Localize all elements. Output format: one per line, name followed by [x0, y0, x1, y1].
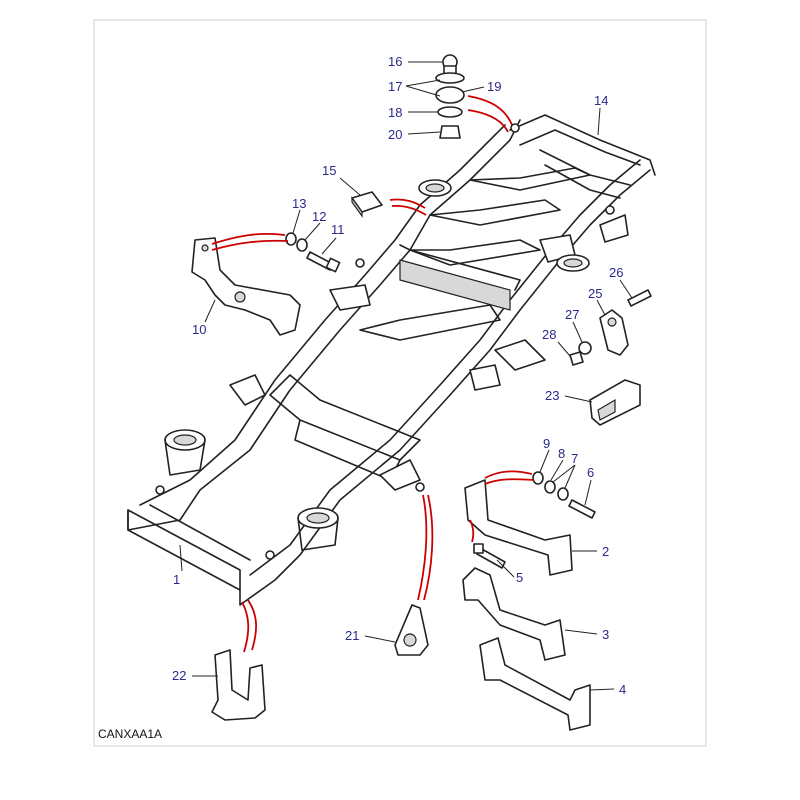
callout-11: 11	[331, 222, 345, 237]
diagram-border	[93, 19, 707, 747]
washer-12	[296, 238, 308, 252]
callout-10: 10	[192, 322, 206, 337]
callout-4: 4	[619, 682, 626, 697]
nut-28	[569, 351, 584, 366]
callout-9: 9	[543, 436, 550, 451]
fastener-bolt-11	[306, 251, 341, 273]
callout-27: 27	[565, 307, 579, 322]
callout-28: 28	[542, 327, 556, 342]
leader-lines	[179, 61, 633, 691]
callout-22: 22	[172, 668, 186, 683]
part-22-hook	[211, 649, 266, 721]
callout-6: 6	[587, 465, 594, 480]
callout-16: 16	[388, 54, 402, 69]
callout-18: 18	[388, 105, 402, 120]
callout-8: 8	[558, 446, 565, 461]
callout-5: 5	[516, 570, 523, 585]
nut-9	[532, 471, 544, 485]
reference-code: CANXAA1A	[98, 727, 162, 741]
washer-27	[578, 341, 592, 355]
callout-15: 15	[322, 163, 336, 178]
mount-stack	[435, 54, 465, 139]
part-10-bracket	[191, 237, 301, 336]
callout-13: 13	[292, 196, 306, 211]
callout-23: 23	[545, 388, 559, 403]
callout-3: 3	[602, 627, 609, 642]
callout-7: 7	[571, 451, 578, 466]
callout-25: 25	[588, 286, 602, 301]
washer-8	[544, 480, 556, 494]
callout-numbers: 1 2 3 4 5 6 7 8 9 10 11 12 13 14 15 16 1…	[172, 54, 626, 697]
callout-19: 19	[487, 79, 501, 94]
attachment-lines	[211, 95, 535, 653]
callout-1: 1	[173, 572, 180, 587]
part-4-member	[479, 637, 591, 731]
nut-13	[285, 232, 297, 246]
callout-17: 17	[388, 79, 402, 94]
bolt-6	[568, 499, 596, 519]
callout-14: 14	[594, 93, 608, 108]
callout-20: 20	[388, 127, 402, 142]
part-3-member	[462, 567, 566, 661]
callout-2: 2	[602, 544, 609, 559]
washer-7	[557, 487, 569, 501]
part-2-member	[464, 479, 573, 576]
chassis-frame	[127, 114, 656, 606]
callout-26: 26	[609, 265, 623, 280]
callout-21: 21	[345, 628, 359, 643]
part-21-bracket	[394, 604, 429, 656]
bolt-26	[627, 289, 652, 307]
part-25-plate	[599, 309, 629, 356]
callout-12: 12	[312, 209, 326, 224]
